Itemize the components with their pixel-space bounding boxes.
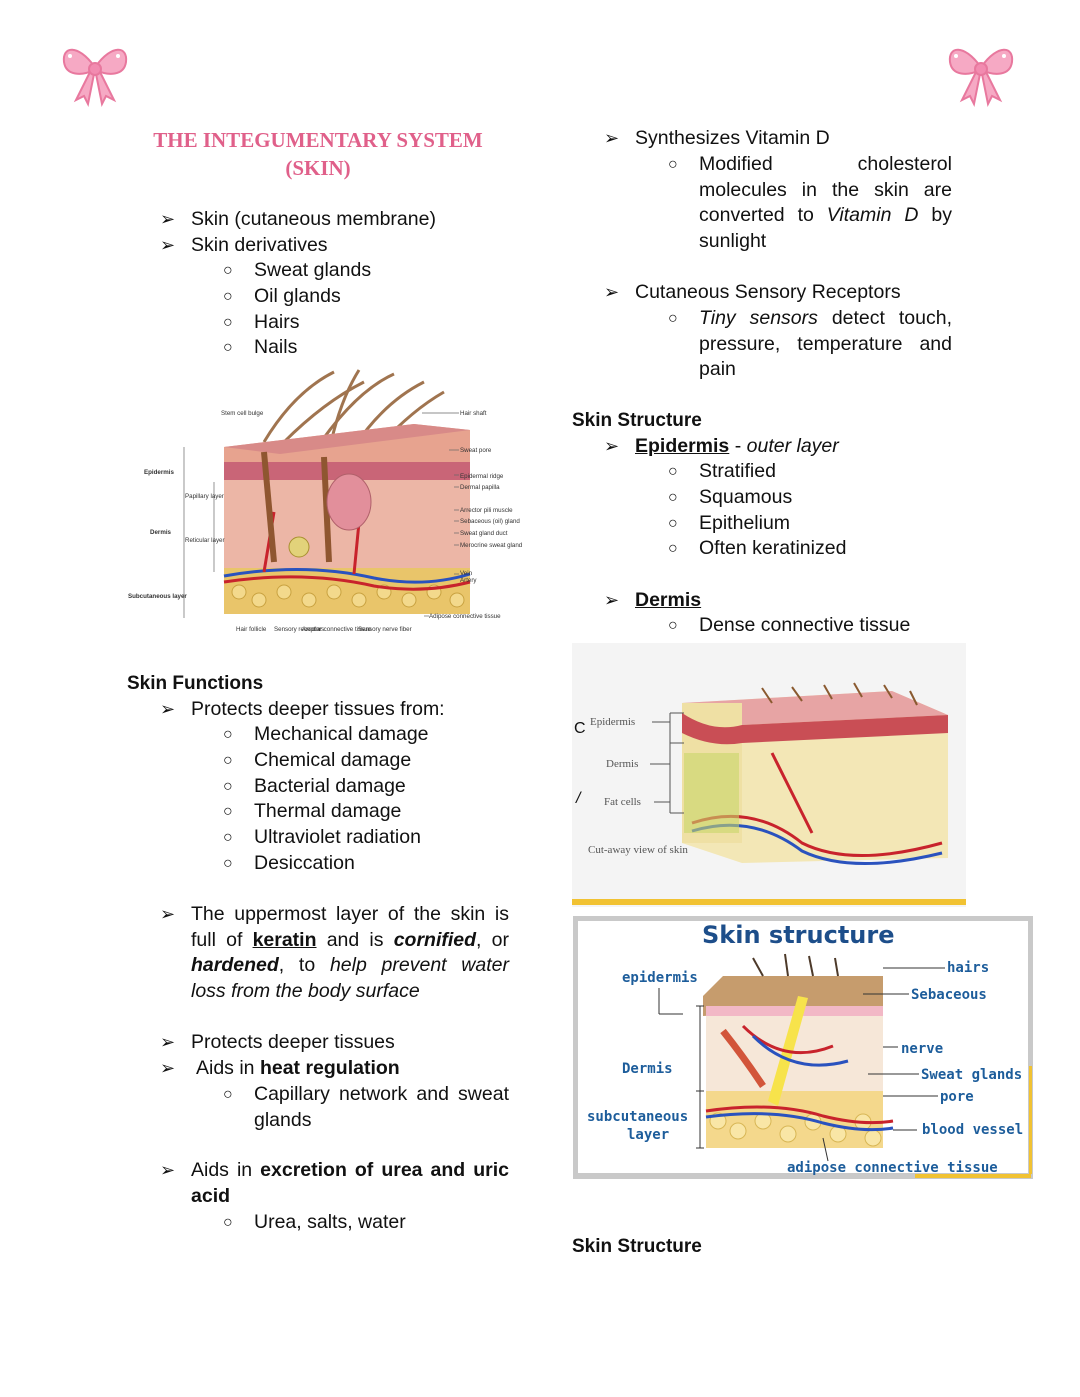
- svg-text:Arrector pili muscle: Arrector pili muscle: [460, 507, 513, 514]
- list-item: ➢Cutaneous Sensory Receptors: [604, 281, 901, 303]
- bow-icon: [58, 36, 132, 108]
- list-item: ➢Aids in heat regulation: [160, 1057, 400, 1079]
- svg-text:Epidermis: Epidermis: [144, 469, 174, 476]
- svg-text:Merocrine sweat gland: Merocrine sweat gland: [460, 542, 523, 549]
- svg-text:nerve: nerve: [901, 1041, 943, 1057]
- svg-text:subcutaneous: subcutaneous: [587, 1109, 688, 1125]
- svg-text:Subcutaneous layer: Subcutaneous layer: [128, 593, 187, 600]
- svg-text:Epidermal ridge: Epidermal ridge: [460, 473, 504, 480]
- list-item: ➢Skin derivatives: [160, 234, 328, 256]
- list-item: ○Thermal damage: [223, 800, 402, 822]
- svg-text:Adipose connective tissue: Adipose connective tissue: [429, 613, 501, 620]
- svg-text:Sensory receptors: Sensory receptors: [274, 626, 324, 633]
- section-heading: Skin Functions: [127, 673, 264, 694]
- list-item: ➢Protects deeper tissues from:: [160, 698, 445, 720]
- title-line-2: (SKIN): [285, 156, 351, 180]
- svg-text:Sebaceous: Sebaceous: [911, 987, 987, 1003]
- svg-text:Sweat glands: Sweat glands: [921, 1067, 1022, 1083]
- svg-text:/: /: [575, 790, 582, 807]
- svg-text:C: C: [574, 720, 586, 737]
- svg-text:pore: pore: [940, 1089, 974, 1105]
- section-heading: Skin Structure: [572, 1236, 702, 1257]
- svg-text:Papillary layer: Papillary layer: [185, 493, 224, 500]
- list-item: ○Desiccation: [223, 852, 355, 874]
- svg-text:Epidermis: Epidermis: [590, 716, 635, 728]
- list-item: ➢The uppermost layer of the skin is full…: [160, 903, 509, 1002]
- list-item: ○Epithelium: [668, 512, 791, 534]
- svg-text:Reticular layer: Reticular layer: [185, 537, 225, 544]
- list-item: ○Bacterial damage: [223, 775, 406, 797]
- svg-text:Areolar connective tissue: Areolar connective tissue: [302, 626, 372, 633]
- list-item: ○Urea, salts, water: [223, 1211, 406, 1233]
- section-heading: Skin Structure: [572, 410, 702, 431]
- svg-text:Fat cells: Fat cells: [604, 796, 641, 808]
- cutaway-skin-figure: Epidermis Dermis Fat cells Cut-away view…: [572, 643, 966, 907]
- svg-text:Sebaceous (oil) gland: Sebaceous (oil) gland: [460, 518, 520, 525]
- svg-text:Sweat pore: Sweat pore: [460, 447, 492, 454]
- list-item: ○Ultraviolet radiation: [223, 826, 421, 848]
- list-item: ➢Protects deeper tissues: [160, 1031, 395, 1053]
- svg-text:Hair shaft: Hair shaft: [460, 410, 487, 417]
- svg-text:Dermis: Dermis: [150, 529, 172, 536]
- title-line-1: THE INTEGUMENTARY SYSTEM: [153, 128, 483, 152]
- list-item: ○Modified cholesterol molecules in the s…: [668, 153, 953, 252]
- svg-text:Dermal papilla: Dermal papilla: [460, 484, 500, 491]
- svg-text:blood vessel: blood vessel: [922, 1122, 1023, 1138]
- list-item: ○Capillary network and sweat glands: [223, 1083, 509, 1131]
- svg-text:adipose connective tissue: adipose connective tissue: [787, 1160, 998, 1176]
- list-item: ○Sweat glands: [223, 259, 372, 281]
- list-item: ➢Aids in excretion of urea and uric acid: [160, 1159, 509, 1207]
- svg-text:Vein: Vein: [460, 570, 473, 577]
- svg-text:Sensory nerve fiber: Sensory nerve fiber: [358, 626, 412, 633]
- list-item: ○Chemical damage: [223, 749, 412, 771]
- skin-structure-figure: Skin structure epidermis hairs Sebaceous…: [573, 916, 1033, 1180]
- list-item: ➢Dermis: [604, 589, 702, 611]
- svg-text:epidermis: epidermis: [622, 970, 698, 986]
- svg-text:Artery: Artery: [460, 577, 477, 584]
- list-item: ○Stratified: [668, 460, 776, 482]
- list-item: ○Squamous: [668, 486, 793, 508]
- svg-text:Dermis: Dermis: [622, 1061, 673, 1077]
- svg-text:Sweat gland duct: Sweat gland duct: [460, 530, 508, 537]
- skin-diagram-figure: Stem cell bulge Hair shaft Sweat pore Ep…: [124, 362, 534, 647]
- svg-text:Cut-away view of skin: Cut-away view of skin: [588, 844, 688, 856]
- svg-text:Dermis: Dermis: [606, 758, 638, 770]
- bow-icon: [944, 36, 1018, 108]
- list-item: ○Hairs: [223, 311, 300, 333]
- list-item: ➢Synthesizes Vitamin D: [604, 127, 830, 149]
- svg-text:Hair follicle: Hair follicle: [236, 626, 267, 633]
- page-title: THE INTEGUMENTARY SYSTEM (SKIN): [140, 126, 496, 182]
- list-item: ➢Epidermis - outer layer: [604, 435, 839, 457]
- list-item: ➢Skin (cutaneous membrane): [160, 208, 436, 230]
- list-item: ○Mechanical damage: [223, 723, 429, 745]
- list-item: ○Dense connective tissue: [668, 614, 911, 636]
- svg-text:Stem cell bulge: Stem cell bulge: [221, 410, 264, 417]
- list-item: ○Tiny sensors detect touch, pressure, te…: [668, 307, 952, 381]
- svg-text:hairs: hairs: [947, 960, 989, 976]
- svg-text:Skin structure: Skin structure: [702, 921, 895, 949]
- svg-text:layer: layer: [627, 1127, 669, 1143]
- list-item: ○Nails: [223, 336, 298, 358]
- list-item: ○Often keratinized: [668, 537, 847, 559]
- list-item: ○Oil glands: [223, 285, 341, 307]
